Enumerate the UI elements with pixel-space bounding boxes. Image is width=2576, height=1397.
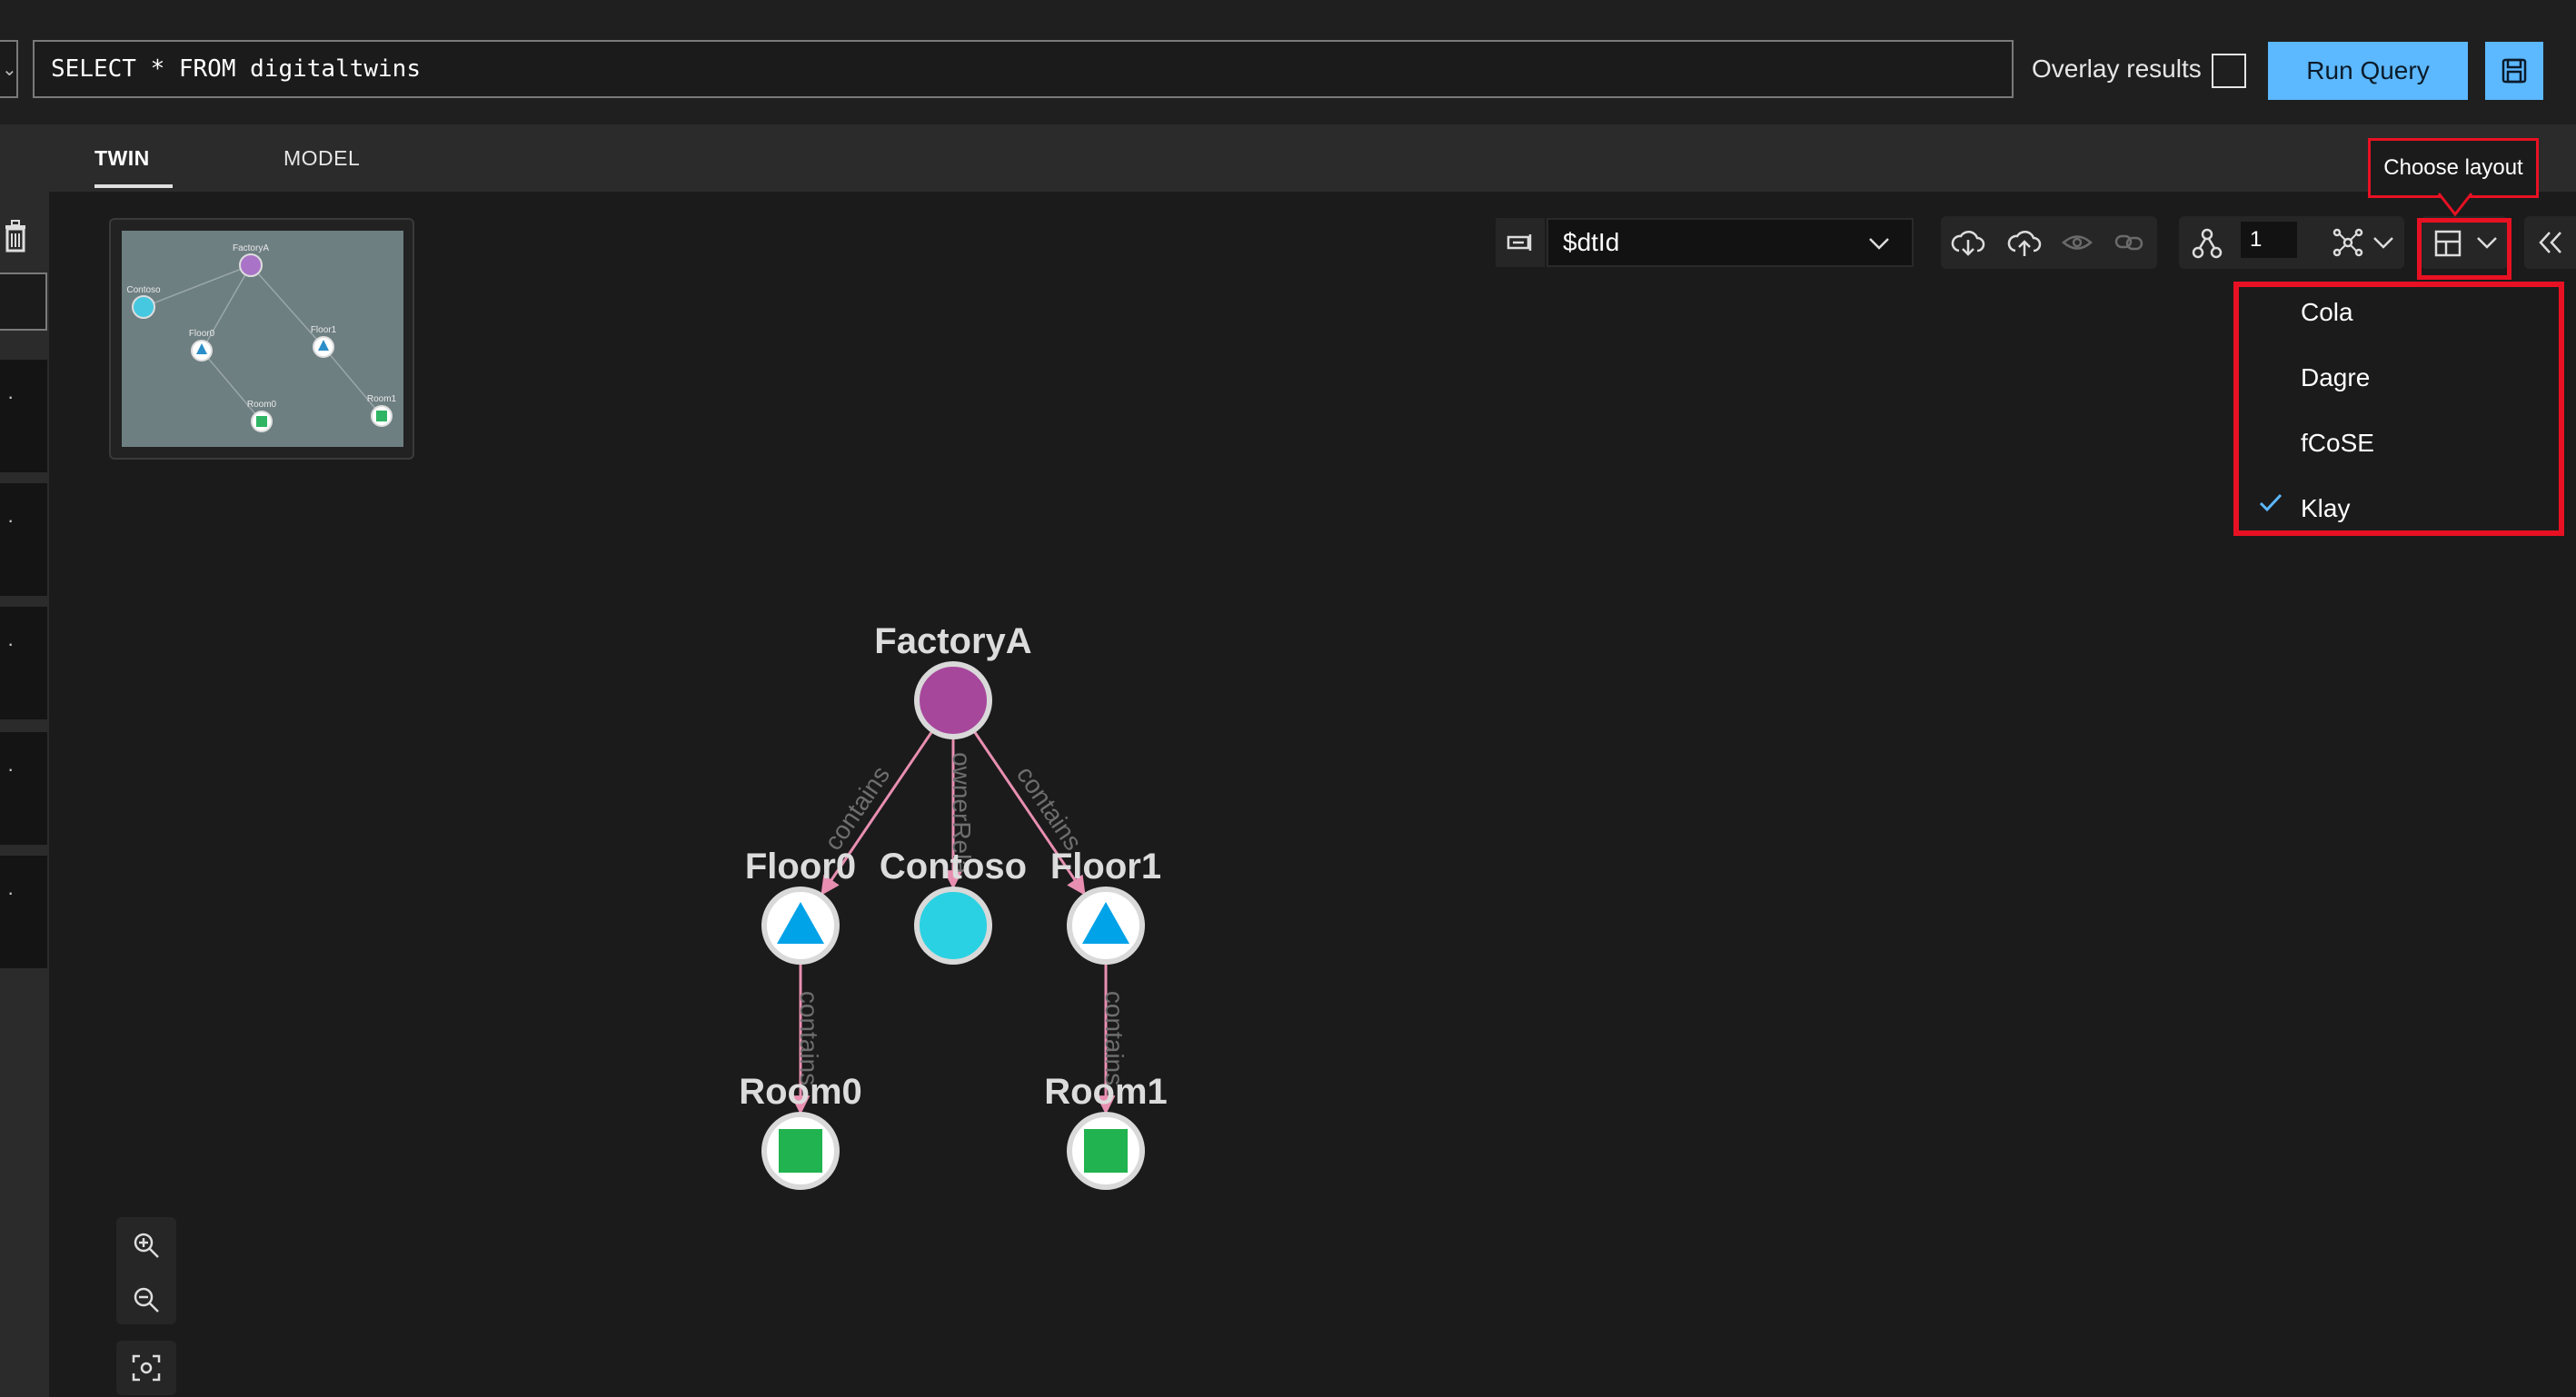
- more-icon: ·: [7, 758, 15, 780]
- link-icon[interactable]: [2114, 229, 2146, 256]
- node-label: Room1: [1044, 1072, 1168, 1112]
- display-name-icon: [1507, 234, 1532, 251]
- minimap-label: FactoryA: [233, 243, 269, 253]
- node-label: Floor1: [1050, 847, 1161, 887]
- node-label: Room0: [739, 1072, 862, 1112]
- minimap-label: Contoso: [126, 285, 161, 295]
- save-icon: [2501, 58, 2527, 84]
- import-export-toolbar: [1941, 216, 2157, 269]
- overlay-results-checkbox[interactable]: [2212, 54, 2246, 88]
- collapse-icon: [2539, 232, 2561, 253]
- twin-list-item[interactable]: ·: [0, 732, 47, 845]
- graph-node-contoso[interactable]: [914, 887, 992, 965]
- layout-menu: Cola Dagre fCoSE Klay: [2233, 282, 2564, 536]
- overlay-results-label: Overlay results: [2032, 54, 2202, 83]
- graph-layout-toggle[interactable]: [2324, 216, 2404, 269]
- minimap-node: [239, 253, 263, 277]
- triangle-icon: [1082, 902, 1129, 944]
- menu-item-klay[interactable]: Klay: [2301, 494, 2351, 522]
- minimap-label: Floor0: [189, 329, 215, 339]
- minimap-node: [132, 295, 155, 319]
- chevron-down-icon: [2373, 237, 2393, 249]
- twin-list-item[interactable]: ·: [0, 856, 47, 968]
- choose-layout-tooltip: Choose layout: [2368, 138, 2539, 198]
- graph-edge[interactable]: [821, 729, 934, 896]
- minimap-label: Room0: [247, 400, 277, 410]
- check-icon: [2259, 493, 2283, 512]
- run-query-button[interactable]: Run Query: [2268, 42, 2468, 100]
- twin-list-item[interactable]: ·: [0, 483, 47, 596]
- twin-search-input[interactable]: [0, 272, 47, 331]
- tooltip-arrow: [2437, 193, 2473, 217]
- query-selector-dropdown[interactable]: ⌄: [0, 40, 18, 98]
- more-icon: ·: [7, 632, 15, 655]
- collapse-panel-button[interactable]: [2524, 216, 2576, 269]
- edge-label: contains: [1100, 991, 1129, 1085]
- expansion-level-input[interactable]: 1: [2241, 222, 2297, 258]
- upload-icon[interactable]: [2006, 227, 2043, 258]
- node-label: Contoso: [880, 847, 1027, 887]
- graph-edge[interactable]: [972, 729, 1086, 896]
- chevron-down-icon: ⌄: [2, 60, 17, 80]
- eye-icon[interactable]: [2061, 229, 2094, 256]
- save-query-button[interactable]: [2485, 42, 2543, 100]
- fit-screen-button[interactable]: [116, 1341, 176, 1395]
- tabs-bar: [0, 124, 2576, 192]
- menu-item-cola[interactable]: Cola: [2301, 298, 2353, 326]
- expand-level-icon[interactable]: [2192, 227, 2223, 260]
- minimap-viewport[interactable]: FactoryA Contoso Floor0 Floor1 Room0 Roo…: [122, 231, 403, 447]
- graph-canvas[interactable]: [80, 192, 2576, 1397]
- tab-twin-graph[interactable]: TWIN GRAPH: [94, 124, 173, 237]
- graph-node-factorya[interactable]: [914, 661, 992, 739]
- edge-label: contains: [795, 991, 823, 1085]
- more-icon: ·: [7, 509, 15, 531]
- download-icon[interactable]: [1950, 227, 1986, 258]
- query-input[interactable]: SELECT * FROM digitaltwins: [33, 40, 2014, 98]
- node-label: FactoryA: [874, 621, 1031, 661]
- twin-list-item[interactable]: ·: [0, 360, 47, 472]
- square-icon: [779, 1129, 822, 1173]
- fit-screen-icon: [132, 1354, 161, 1382]
- display-property-select[interactable]: $dtId: [1547, 218, 1914, 267]
- menu-item-fcose[interactable]: fCoSE: [2301, 429, 2374, 457]
- more-icon: ·: [7, 385, 15, 408]
- choose-layout-button[interactable]: [2421, 216, 2508, 269]
- zoom-in-icon[interactable]: [131, 1230, 162, 1261]
- minimap-label: Room1: [367, 394, 397, 404]
- panel-divider: [49, 192, 80, 1397]
- chevron-down-icon: [1869, 238, 1889, 250]
- square-icon: [1084, 1129, 1128, 1173]
- delete-icon[interactable]: [0, 216, 36, 256]
- minimap-label: Floor1: [311, 325, 337, 335]
- minimap-graph: FactoryA Contoso Floor0 Floor1 Room0 Roo…: [126, 243, 397, 432]
- graph-layout-icon: [2332, 228, 2363, 257]
- zoom-controls: [116, 1217, 176, 1324]
- edge-label: ownerRela: [948, 752, 976, 874]
- layout-button-highlight: [2417, 218, 2511, 280]
- tab-model-graph[interactable]: MODEL GRAPH: [283, 146, 360, 237]
- menu-item-dagre[interactable]: Dagre: [2301, 363, 2371, 391]
- display-name-property[interactable]: [1496, 218, 1545, 267]
- chevron-down-icon: [2477, 237, 2497, 249]
- layout-icon: [2434, 230, 2462, 257]
- zoom-out-icon[interactable]: [131, 1284, 162, 1315]
- node-label: Floor0: [745, 847, 856, 887]
- twin-list-item[interactable]: ·: [0, 607, 47, 719]
- more-icon: ·: [7, 881, 15, 904]
- triangle-icon: [777, 902, 824, 944]
